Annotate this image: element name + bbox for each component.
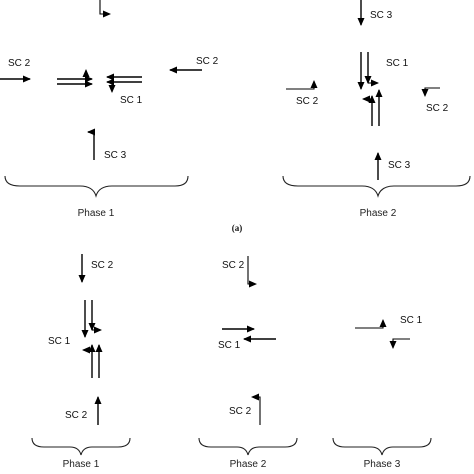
sc2-eastbound-turn-arrow — [286, 80, 318, 90]
phase-2-bottom-group: SC 2 SC 1 SC 2 Phase 2 — [198, 256, 298, 470]
sc1-label-bottom-p3: SC 1 — [400, 315, 423, 326]
phase-1-bottom-label: Phase 1 — [63, 459, 100, 470]
sc1-label-phase2: SC 1 — [386, 58, 409, 69]
phase-1-bottom-group: SC 2 SC 1 SC 2 Phase 1 — [31, 254, 131, 470]
phase-1-label: Phase 1 — [78, 208, 115, 219]
top-panel: SC 2 SC 1 SC 2 SC 3 Phase 1 SC 3 SC 1 — [0, 0, 471, 233]
sc2-label-phase2-east: SC 2 — [426, 103, 449, 114]
phase-1-brace — [4, 175, 189, 198]
eastbound-left-turn-arrow — [355, 319, 387, 329]
bottom-panel: SC 2 SC 1 SC 2 Phase 1 SC 2 SC 1 SC 2 Ph… — [31, 254, 432, 470]
phase-3-label: Phase 3 — [364, 459, 401, 470]
sc2-label-bottom-p2-top: SC 2 — [222, 260, 245, 271]
sc3-left-turn-arrow — [87, 128, 95, 160]
sc2-label-west: SC 2 — [8, 58, 31, 69]
sc2-westbound-turn-arrow — [421, 87, 440, 97]
phase-2-brace — [282, 175, 471, 198]
sc2-southbound-turn-arrow — [247, 256, 257, 288]
sc3-label-phase2-top: SC 3 — [370, 10, 393, 21]
phase-1-top-group: SC 2 SC 1 SC 2 SC 3 Phase 1 — [0, 0, 219, 219]
sc1-label-bottom-p1: SC 1 — [48, 336, 71, 347]
sc3-label-phase1: SC 3 — [104, 150, 127, 161]
sc2-label-bottom-p2-bottom: SC 2 — [229, 406, 252, 417]
phase-1-bottom-brace — [31, 437, 131, 456]
phase-3-brace — [332, 437, 432, 456]
sc3-label-phase2-bottom: SC 3 — [388, 160, 411, 171]
sc1-label-phase1: SC 1 — [120, 95, 143, 106]
sc2-label-phase2-west: SC 2 — [296, 96, 319, 107]
sc2-label-bottom-p1-top: SC 2 — [91, 260, 114, 271]
sc2-label-bottom-p1-bottom: SC 2 — [65, 410, 88, 421]
phase-2-label: Phase 2 — [360, 208, 397, 219]
caption-a: (a) — [232, 223, 243, 233]
phase-2-bottom-brace — [198, 437, 298, 456]
sc2-label-east: SC 2 — [196, 56, 219, 67]
westbound-left-turn-arrow — [389, 338, 410, 349]
sc2-northbound-turn-arrow — [251, 393, 261, 425]
phase-3-bottom-group: SC 1 Phase 3 — [332, 315, 432, 470]
phase-2-top-group: SC 3 SC 1 SC 2 SC 2 SC 3 Phase 2 — [282, 0, 471, 219]
sc1-label-bottom-p2: SC 1 — [218, 340, 241, 351]
phase-2-bottom-label: Phase 2 — [230, 459, 267, 470]
top-partial-turn-arrow — [99, 0, 111, 18]
